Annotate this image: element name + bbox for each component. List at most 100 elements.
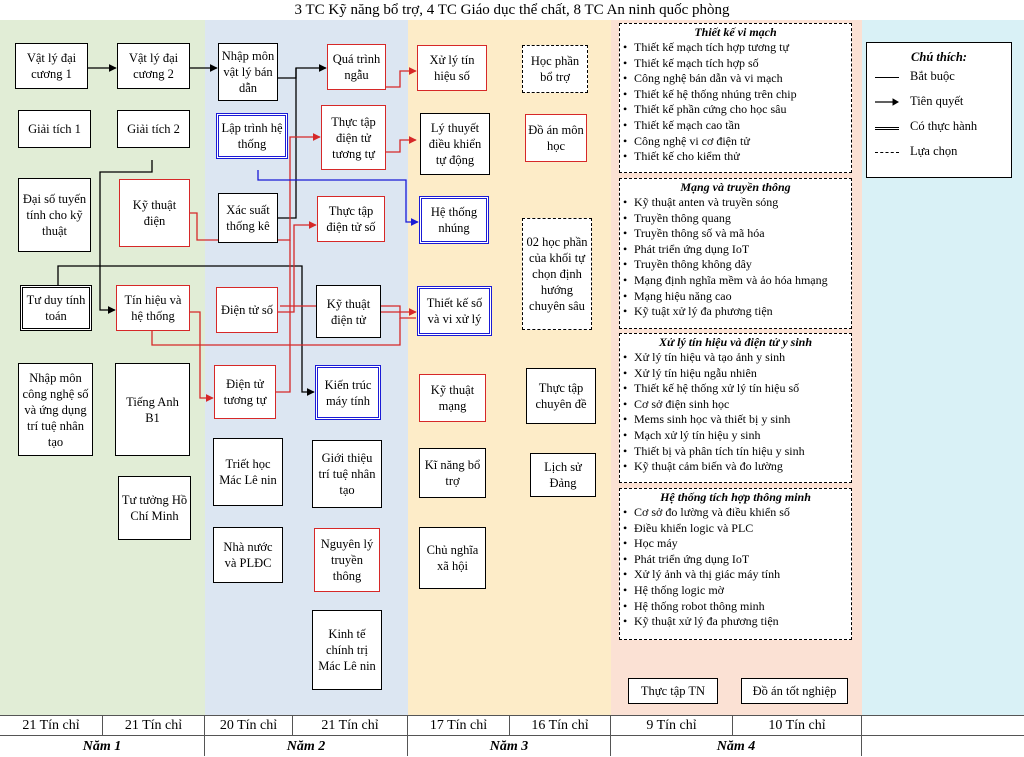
- legend-label: Có thực hành: [910, 119, 978, 133]
- course-dientuso[interactable]: Điện tử số: [216, 287, 278, 333]
- course-nhapmon-vlbd[interactable]: Nhập môn vật lý bán dẫn: [218, 43, 278, 101]
- course-nhapmon-cn[interactable]: Nhập môn công nghệ số và ứng dụng trí tu…: [18, 363, 93, 456]
- course-lichsu[interactable]: Lịch sử Đảng: [530, 453, 596, 497]
- list-item: Thiết bị và phân tích tín hiệu y sinh: [623, 444, 851, 460]
- list-item: Xử lý ảnh và thị giác máy tính: [623, 567, 851, 583]
- arrow-tinhieu-thietke: [151, 318, 401, 346]
- course-vatly1[interactable]: Vật lý đại cương 1: [15, 43, 88, 89]
- course-vatly2[interactable]: Vật lý đại cương 2: [117, 43, 190, 89]
- course-hethongnhung[interactable]: Hệ thống nhúng: [419, 196, 489, 244]
- list-item: Cơ sở điện sinh học: [623, 397, 851, 413]
- list-item: Kỹ thuật anten và truyền sóng: [623, 195, 851, 211]
- list-item: Kỹ thuật xử lý đa phương tiện: [623, 614, 851, 630]
- course-tuduy[interactable]: Tư duy tính toán: [20, 285, 92, 331]
- semester-credits: 17 Tín chỉ: [408, 715, 510, 735]
- list-item: Kỹ thuật cảm biến và đo lường: [623, 459, 851, 475]
- panel-title: Xử lý tín hiệu và điện tử y sinh: [658, 335, 813, 349]
- legend-item-luachon: Lựa chọn: [867, 140, 1011, 165]
- panel-xuly-tinhieu: Xử lý tín hiệu và điện tử y sinh Xử lý t…: [619, 333, 852, 483]
- list-item: Thiết kế phần cứng cho học sâu: [623, 102, 851, 118]
- arrow-dientuso-thuctap-so: [278, 221, 317, 313]
- panel-thietke-vimach: Thiết kế vi mạch Thiết kế mạch tích hợp …: [619, 23, 852, 173]
- legend-item-tienquyet: Tiên quyết: [867, 90, 1011, 115]
- list-item: Mạng hiệu năng cao: [623, 289, 851, 305]
- list-item: Học máy: [623, 536, 851, 552]
- list-item: Thiết kế cho kiểm thử: [623, 149, 851, 165]
- list-item: Phát triển ứng dụng IoT: [623, 242, 851, 258]
- list-item: Điều khiển logic và PLC: [623, 521, 851, 537]
- list-item: Hệ thống logic mờ: [623, 583, 851, 599]
- semester-credits: 9 Tín chỉ: [611, 715, 733, 735]
- course-kinhte[interactable]: Kinh tế chính trị Mác Lê nin: [312, 610, 382, 690]
- list-item: Thiết kế mạch tích hợp tương tự: [623, 40, 851, 56]
- course-doan[interactable]: Đồ án môn học: [525, 114, 587, 162]
- list-item: Thiết kế mạch tích hợp số: [623, 56, 851, 72]
- legend-item-batbuoc: Bắt buộc: [867, 65, 1011, 90]
- list-item: Công nghệ vi cơ điện tử: [623, 134, 851, 150]
- year-label: Năm 3: [408, 735, 611, 756]
- list-item: Hệ thống robot thông minh: [623, 599, 851, 615]
- course-gioithieu[interactable]: Giới thiệu trí tuệ nhân tạo: [312, 440, 382, 508]
- course-kythuatdien[interactable]: Kỹ thuật điện: [119, 179, 190, 247]
- list-item: Mems sinh học và thiết bị y sinh: [623, 412, 851, 428]
- arrow-tuduy-kientruc: [57, 265, 315, 396]
- list-item: Thiết kế hệ thống nhúng trên chip: [623, 87, 851, 103]
- semester-credits: 10 Tín chỉ: [733, 715, 862, 735]
- list-item: Xử lý tín hiệu ngẫu nhiên: [623, 366, 851, 382]
- legend-label: Tiên quyết: [910, 94, 964, 108]
- year-label: Năm 2: [205, 735, 408, 756]
- course-kinang[interactable]: Kĩ năng bổ trợ: [419, 448, 486, 498]
- panel-mang-truyenthong: Mạng và truyền thông Kỹ thuật anten và t…: [619, 178, 852, 329]
- course-nguyenly[interactable]: Nguyên lý truyền thông: [314, 528, 380, 592]
- arrow-giaitich2-tinhieu: [99, 160, 153, 314]
- course-daiso[interactable]: Đại số tuyến tính cho kỹ thuật: [18, 178, 91, 252]
- list-item: Thiết kế mạch cao tần: [623, 118, 851, 134]
- arrow-nhapmon-quatrinh: [278, 64, 327, 79]
- course-triethoc[interactable]: Triết học Mác Lê nin: [213, 438, 283, 506]
- course-kythuatmang[interactable]: Kỹ thuật mạng: [419, 374, 486, 422]
- list-item: Truyền thông không dây: [623, 257, 851, 273]
- legend-label: Bắt buộc: [910, 69, 955, 83]
- legend: Chú thích: Bắt buộc Tiên quyết Có thực h…: [866, 42, 1012, 178]
- list-item: Cơ sở đo lường và điều khiển số: [623, 505, 851, 521]
- arrow-tinhieu-dientutt: [190, 311, 214, 402]
- course-tutuong[interactable]: Tư tưởng Hồ Chí Minh: [118, 476, 191, 540]
- list-item: Công nghệ bán dẫn và vi mạch: [623, 71, 851, 87]
- semester-credits: 16 Tín chỉ: [510, 715, 611, 735]
- panel-hethong-tichhop: Hệ thống tích hợp thông minh Cơ sở đo lư…: [619, 488, 852, 640]
- course-thietkeso[interactable]: Thiết kế số và vi xử lý: [417, 286, 492, 336]
- course-nhanuoc[interactable]: Nhà nước và PLĐC: [213, 527, 283, 583]
- course-giaitich1[interactable]: Giải tích 1: [18, 110, 91, 148]
- course-tinhieu[interactable]: Tín hiệu và hệ thống: [116, 285, 190, 331]
- course-kythuatdientu[interactable]: Kỹ thuật điện tử: [316, 285, 381, 338]
- course-giaitich2[interactable]: Giải tích 2: [117, 110, 190, 148]
- course-hocphanbotro[interactable]: Học phần bổ trợ: [522, 45, 588, 93]
- semester-credits: 20 Tín chỉ: [205, 715, 293, 735]
- arrow-dientutt-thuctap: [276, 240, 291, 393]
- panel-title: Mạng và truyền thông: [680, 180, 791, 194]
- course-xulytinhieu[interactable]: Xử lý tín hiệu số: [417, 45, 487, 91]
- course-laptrinh[interactable]: Lập trình hệ thống: [216, 113, 288, 159]
- course-doantn[interactable]: Đồ án tốt nghiệp: [741, 678, 848, 704]
- course-thuctapcd[interactable]: Thực tập chuyên đề: [526, 368, 596, 424]
- arrow-thuctap-lythuyet: [386, 136, 417, 153]
- course-lythuyet[interactable]: Lý thuyết điều khiển tự động: [420, 113, 490, 175]
- course-thuctaptn[interactable]: Thực tập TN: [628, 678, 718, 704]
- course-tienganh[interactable]: Tiếng Anh B1: [115, 363, 190, 456]
- course-hocphan02[interactable]: 02 học phần của khối tự chọn định hướng …: [522, 218, 592, 330]
- course-xacsuat[interactable]: Xác suất thống kê: [218, 193, 278, 243]
- course-kientruc[interactable]: Kiến trúc máy tính: [315, 365, 381, 420]
- course-thuctap-tt[interactable]: Thực tập điện tử tương tự: [321, 105, 386, 170]
- list-item: Thiết kế hệ thống xử lý tín hiệu số: [623, 381, 851, 397]
- footer-blank: [862, 735, 1024, 756]
- list-item: Mạng định nghĩa mềm và ảo hóa hmạng: [623, 273, 851, 289]
- semester-credits: 21 Tín chỉ: [293, 715, 408, 735]
- course-quatrinh[interactable]: Quá trình ngẫu: [327, 44, 386, 90]
- panel-title: Hệ thống tích hợp thông minh: [660, 490, 811, 504]
- course-dientutt[interactable]: Điện tử tương tự: [214, 365, 276, 419]
- footer-blank: [862, 715, 1024, 735]
- course-thuctap-so[interactable]: Thực tập điện tử số: [317, 196, 385, 242]
- course-chunghia[interactable]: Chủ nghĩa xã hội: [419, 527, 486, 589]
- year-label: Năm 4: [611, 735, 862, 756]
- list-item: Xử lý tín hiệu và tạo ảnh y sinh: [623, 350, 851, 366]
